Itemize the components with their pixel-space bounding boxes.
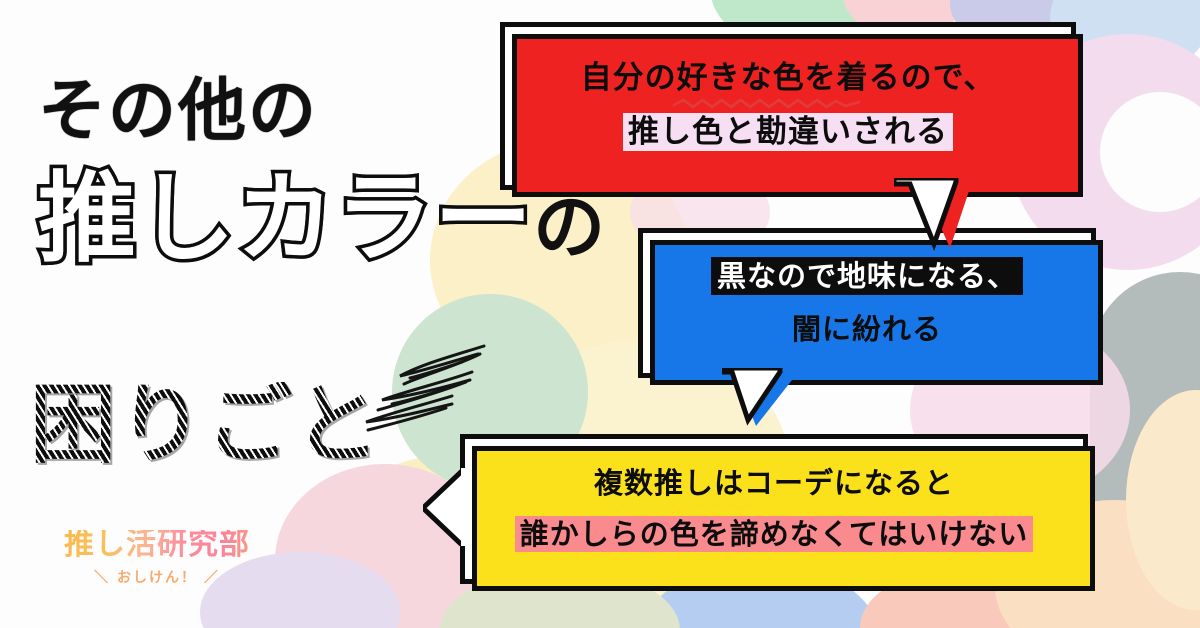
headline-char-0: 推 bbox=[34, 162, 139, 276]
cream-blob-right bbox=[1126, 390, 1200, 610]
logo-main-text: 推し活研究部 bbox=[52, 530, 262, 560]
bubble-2-line-2-text: 闇に紛れる bbox=[791, 312, 942, 346]
brand-logo[interactable]: 推し活研究部 ＼ おしけん！ ／ bbox=[52, 530, 262, 587]
headline-particle: の bbox=[533, 185, 607, 269]
headline-char-1: し bbox=[134, 162, 239, 276]
bubble-2-line-1-text: 黒なので地味になる、 bbox=[710, 256, 1023, 295]
logo-sub-text: ＼ おしけん！ ／ bbox=[94, 570, 220, 586]
headline-line-2: 推しカラーの bbox=[34, 162, 607, 276]
bubble-1-line-1-text: 自分の好きな色を着るので、 bbox=[580, 60, 996, 97]
headline-line-1: その他の bbox=[38, 72, 319, 151]
headline-char-shadow-3: ラ bbox=[332, 162, 437, 276]
speech-bubble-2[interactable]: 黒なので地味になる、 闇に紛れる bbox=[638, 228, 1103, 385]
bubble-1-tail bbox=[894, 178, 970, 252]
headline-char-shadow-1: し bbox=[134, 162, 239, 276]
red-squiggle-underline-icon bbox=[672, 98, 861, 109]
headline-line-3-text: 困りごと bbox=[30, 375, 382, 475]
bubble-2-line-1: 黒なので地味になる、 bbox=[710, 256, 1023, 295]
bubble-2-tail bbox=[722, 368, 792, 426]
bubble-3-line-2: 誰かしらの色を諦めなくてはいけない bbox=[514, 516, 1034, 553]
headline-char-3: ラ bbox=[332, 162, 437, 276]
bubble-2-line-2: 闇に紛れる bbox=[792, 311, 942, 348]
bubble-1-line-2-text: 推し色と勘違いされる bbox=[623, 113, 953, 151]
headline-line-3: 困りごと bbox=[30, 382, 382, 468]
bubble-1-line-1: 自分の好きな色を着るので、 bbox=[580, 59, 996, 109]
bubble-3-line-2-text: 誰かしらの色を諦めなくてはいけない bbox=[514, 516, 1034, 552]
lilac-blob-left bbox=[200, 552, 400, 628]
headline-char-2: カ bbox=[233, 162, 338, 276]
speech-bubble-3[interactable]: 複数推しはコーデになると 誰かしらの色を諦めなくてはいけない bbox=[460, 434, 1095, 591]
yellow-squiggle-underline-icon bbox=[601, 501, 751, 512]
pink-donut-hole bbox=[1100, 92, 1200, 212]
scribble-speedlines-icon bbox=[365, 344, 486, 432]
headline-block: その他の 推しカラーの 推しカラーの bbox=[34, 72, 658, 298]
bubble-3-line-1-text: 複数推しはコーデになると bbox=[593, 465, 954, 500]
headline-line-2-shadow: 推しカラーの bbox=[34, 162, 606, 276]
speech-bubble-1[interactable]: 自分の好きな色を着るので、 推し色と勘違いされる bbox=[500, 22, 1083, 197]
bubble-3-tail bbox=[423, 468, 469, 546]
headline-char-shadow-0: 推 bbox=[34, 162, 139, 276]
bubble-1-line-2: 推し色と勘違いされる bbox=[623, 113, 953, 153]
bubble-3-line-1: 複数推しはコーデになると bbox=[593, 465, 954, 512]
headline-char-shadow-2: カ bbox=[233, 162, 338, 276]
headline-line-2-wrap: 推しカラーの 推しカラーの bbox=[34, 162, 658, 298]
